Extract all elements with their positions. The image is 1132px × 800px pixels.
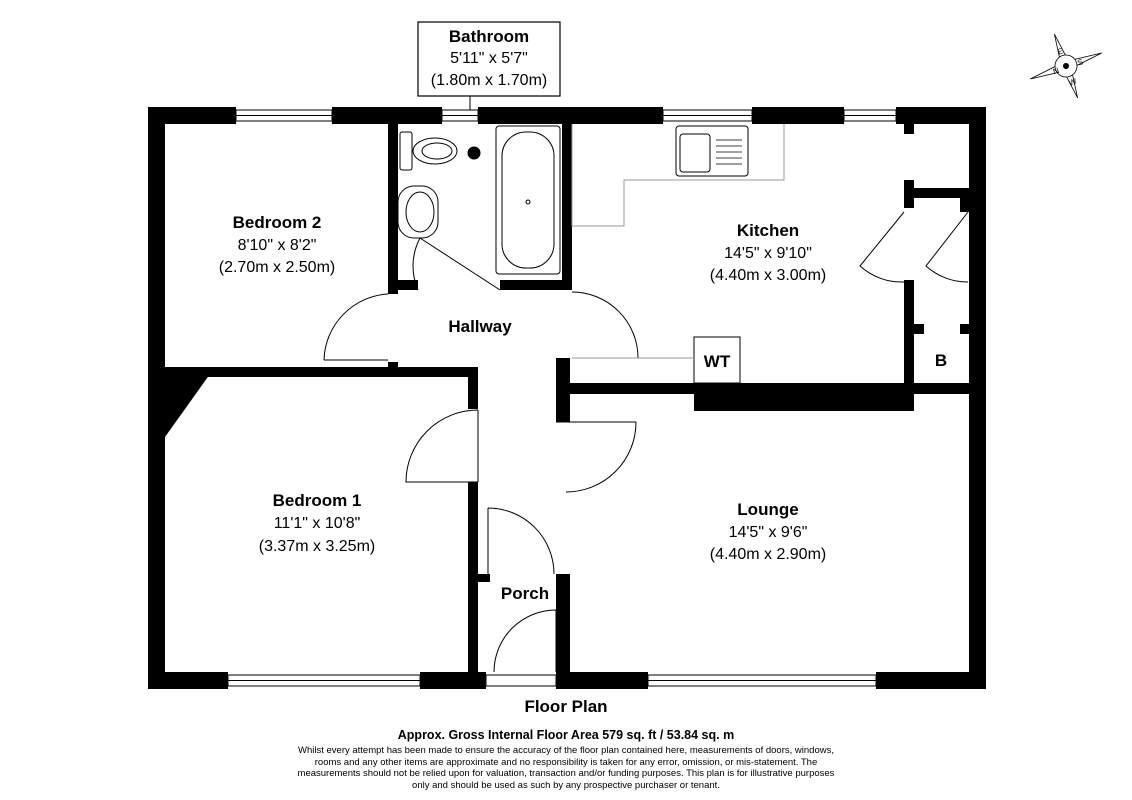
disclaimer-line: Whilst every attempt has been made to en…	[298, 745, 834, 756]
soil-pipe	[467, 146, 481, 160]
wall-top-mid-right	[752, 107, 844, 124]
wall-bed2-bed1-right	[388, 367, 478, 377]
windows	[227, 109, 897, 687]
door-bedroom1	[405, 409, 479, 483]
wall-porch-left	[478, 574, 490, 582]
kitchen-sink-bowl	[679, 133, 711, 173]
wall-kitchen-hall-stub	[556, 358, 570, 388]
wall-right	[969, 107, 986, 689]
bedroom1-name: Bedroom 1	[273, 491, 362, 510]
wall-cupboard-left-top	[904, 180, 914, 208]
wall-top-mid	[478, 107, 663, 124]
wall-bathroom-bottom-right	[500, 280, 572, 290]
wt-name: WT	[704, 352, 731, 371]
wall-kitchen-lounge	[556, 383, 696, 394]
wall-b-stub-right	[960, 324, 970, 334]
wall-bottom-mid-right	[556, 672, 648, 689]
bath-drain	[525, 199, 531, 205]
door-lounge	[556, 421, 637, 493]
porch-name: Porch	[501, 584, 549, 603]
door-bathroom	[412, 237, 501, 291]
bathroom-metric: (1.80m x 1.70m)	[431, 72, 547, 89]
kitchen-worktop	[571, 124, 785, 227]
kitchen-metric: (4.40m x 3.00m)	[710, 267, 826, 284]
compass-icon: N E S W	[1030, 33, 1102, 99]
bathroom-fixtures	[397, 125, 561, 275]
hallway-name: Hallway	[448, 317, 512, 336]
cupboard-name: B	[935, 351, 947, 370]
wall-bathroom-bottom	[388, 280, 418, 290]
kitchen-fixtures	[571, 124, 785, 384]
wall-cupboard-top	[904, 188, 986, 198]
sink-drainer	[716, 139, 742, 165]
wall-bed2-right-stub	[388, 362, 398, 372]
door-front	[493, 609, 557, 673]
kitchen-name: Kitchen	[737, 221, 799, 240]
wall-bathroom-right	[562, 124, 572, 290]
lounge-metric: (4.40m x 2.90m)	[710, 546, 826, 563]
disclaimer-line: only and should be used as such by any p…	[412, 779, 720, 791]
wall-top-mid-left	[332, 107, 442, 124]
wall-kitchen-lounge-thick	[694, 383, 914, 411]
wall-cupboard-right-stub	[960, 198, 970, 212]
bathroom-imperial: 5'11" x 5'7"	[450, 50, 528, 67]
compass-s: S	[1076, 57, 1084, 67]
bedroom2-imperial: 8'10" x 8'2"	[238, 237, 317, 254]
floor-plan: Bathroom 5'11" x 5'7" (1.80m x 1.70m) Be…	[148, 21, 1102, 689]
door-kitchen	[571, 291, 639, 359]
basin-bowl	[405, 191, 435, 233]
wall-top-left	[148, 107, 236, 124]
wall-cupboard-left-bottom	[904, 280, 914, 390]
floor-area: Approx. Gross Internal Floor Area 579 sq…	[397, 728, 735, 742]
wall-cupboard-top-stub	[904, 124, 914, 134]
compass-w: W	[1068, 77, 1079, 88]
lounge-name: Lounge	[737, 500, 798, 519]
door-cupboard-left	[859, 211, 905, 283]
wall-top-right	[896, 107, 986, 124]
floor-plan-title: Floor Plan	[524, 697, 608, 716]
walls	[148, 107, 986, 689]
lounge-imperial: 14'5" x 9'6"	[729, 524, 808, 541]
disclaimer-line: measurements should not be relied upon f…	[297, 768, 835, 779]
kitchen-imperial: 14'5" x 9'10"	[724, 245, 812, 262]
wall-lounge-left-bottom	[556, 574, 570, 689]
bedroom1-chamfer	[148, 367, 215, 437]
wall-bed2-right	[388, 124, 398, 294]
wall-bed1-right-top	[468, 367, 478, 409]
wall-bottom-right	[876, 672, 986, 689]
wall-bottom-left	[148, 672, 228, 689]
compass-e: E	[1056, 46, 1064, 56]
bedroom2-metric: (2.70m x 2.50m)	[219, 259, 335, 276]
wall-lounge-left-top	[556, 394, 570, 422]
toilet-cistern	[399, 131, 413, 171]
window-porch	[485, 674, 557, 687]
wall-kitchen-lounge-right	[914, 383, 986, 394]
bathroom-name: Bathroom	[449, 27, 529, 46]
door-porch-inner	[487, 507, 555, 575]
bedroom1-metric: (3.37m x 3.25m)	[259, 538, 375, 555]
disclaimer-line: rooms and any other items are approximat…	[314, 756, 818, 768]
wall-bed1-right-bottom	[468, 482, 478, 689]
wall-b-stub-left	[914, 324, 924, 334]
compass-n: N	[1052, 66, 1061, 77]
door-bedroom2	[323, 293, 389, 361]
door-cupboard-right	[925, 211, 969, 283]
doors	[323, 211, 969, 673]
disclaimer: Whilst every attempt has been made to en…	[0, 745, 1132, 791]
bathroom-label-box	[417, 21, 561, 97]
toilet-seat	[421, 142, 453, 160]
water-tank-box	[693, 336, 741, 384]
wall-bed2-bed1	[148, 367, 388, 377]
bedroom2-name: Bedroom 2	[233, 213, 322, 232]
bedroom1-imperial: 11'1" x 10'8"	[274, 515, 361, 532]
